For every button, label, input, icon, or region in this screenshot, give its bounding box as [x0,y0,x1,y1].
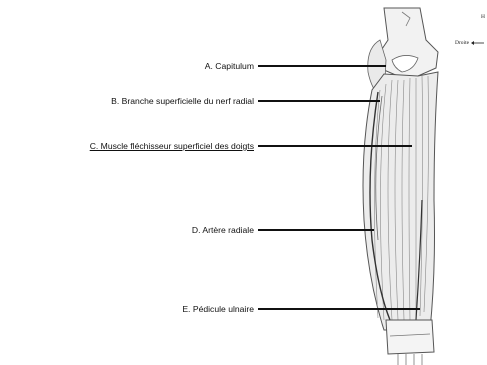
label-capitulum: A. Capitulum [205,61,254,71]
label-radial-artery: D. Artère radiale [192,225,254,235]
label-ulnar-pedicle: E. Pédicule ulnaire [182,304,254,314]
orientation-top-label: H [481,14,485,20]
orientation-side-label: Droite [455,40,469,46]
label-flexor-digitorum-superficialis: C. Muscle fléchisseur superficiel des do… [90,141,254,151]
label-superficial-radial-nerve: B. Branche superficielle du nerf radial [111,96,254,106]
orientation-arrow-icon [471,41,484,45]
